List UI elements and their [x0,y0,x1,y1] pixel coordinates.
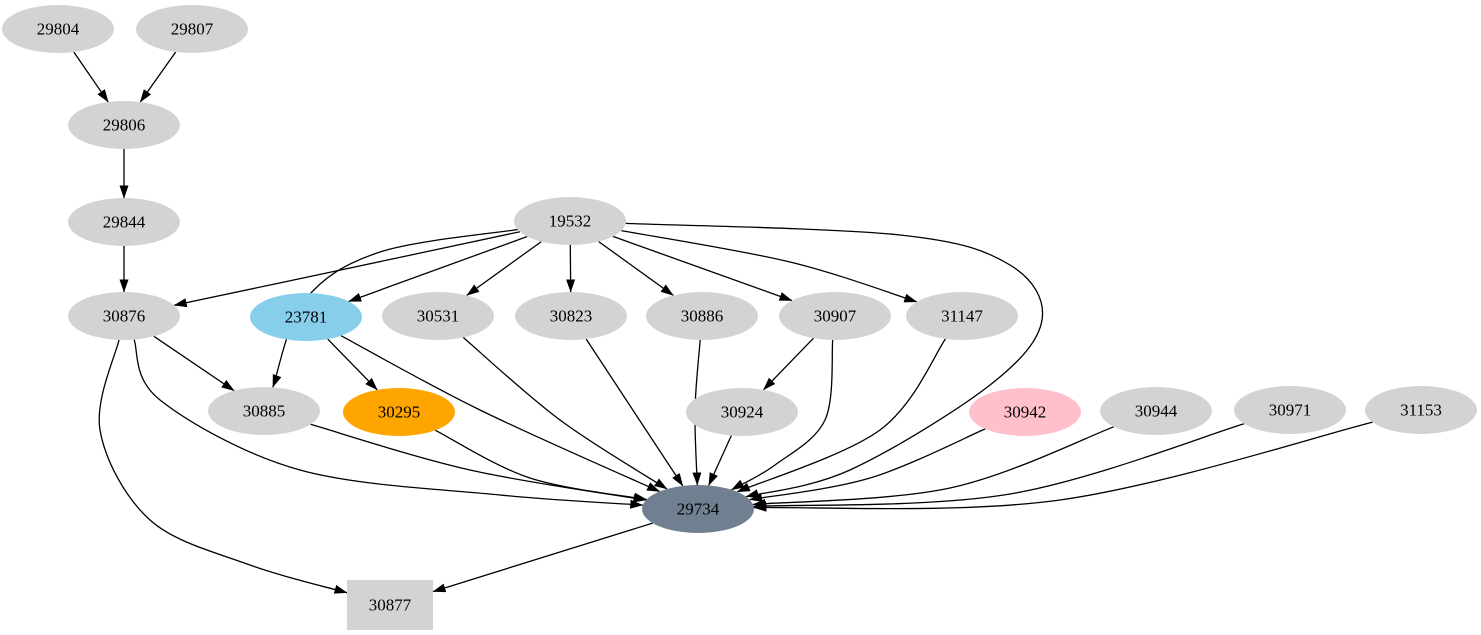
node-label: 29844 [103,213,146,232]
edge-23781-30295 [327,338,378,391]
node-ellipse-shape [1100,387,1212,435]
edge-29734-30877 [432,522,653,593]
node-label: 30971 [1269,401,1312,420]
edge-29804-29806 [73,51,109,103]
node-ellipse-shape [343,388,455,436]
edge-30924-29734 [708,435,732,486]
node-ellipse-shape [68,198,180,246]
edge-30907-30924 [763,337,814,391]
node-label: 30295 [378,403,421,422]
node-ellipse-shape [646,292,758,340]
node-19532: 19532 [514,197,626,245]
node-label: 30885 [243,402,286,421]
node-ellipse-shape [250,293,362,341]
node-30531: 30531 [382,292,494,340]
node-ellipse-shape [136,5,248,53]
nodes-layer: 29804 29807 29806 29844 30876 19532 23781 30531… [2,5,1477,630]
edge-19532-31147 [621,229,918,303]
node-label: 30877 [369,596,412,615]
node-23781: 23781 [250,293,362,341]
node-label: 29804 [37,20,80,39]
edge-30971-29734 [753,423,1245,511]
node-30924: 30924 [686,388,798,436]
node-label: 30531 [417,307,460,326]
node-ellipse-shape [642,485,754,533]
node-ellipse-shape [1365,386,1477,434]
node-31147: 31147 [906,292,1018,340]
node-30942: 30942 [969,388,1081,436]
node-ellipse-shape [382,292,494,340]
edge-30876-30885 [153,335,235,392]
edge-30885-29734 [310,423,647,503]
edge-19532-30885 [272,228,518,388]
node-30971: 30971 [1234,386,1346,434]
edge-29807-29806 [139,51,177,103]
node-box-shape [347,580,433,630]
node-30877: 30877 [347,580,433,630]
node-label: 31147 [941,307,983,326]
edge-19532-29734 [625,222,1044,498]
node-ellipse-shape [779,292,891,340]
edge-30876-29734 [133,339,644,509]
node-30876: 30876 [68,292,180,340]
node-29806: 29806 [68,101,180,149]
edge-19532-30886 [598,241,674,296]
node-label: 30876 [103,307,146,326]
node-ellipse-shape [686,388,798,436]
node-30295: 30295 [343,388,455,436]
node-30823: 30823 [515,292,627,340]
node-label: 29806 [103,116,146,135]
node-29844: 29844 [68,198,180,246]
edge-31153-29734 [753,421,1373,512]
node-label: 30942 [1004,403,1047,422]
edge-30531-29734 [462,336,668,490]
node-30885: 30885 [208,387,320,435]
node-ellipse-shape [515,292,627,340]
node-ellipse-shape [1234,386,1346,434]
node-ellipse-shape [906,292,1018,340]
node-ellipse-shape [969,388,1081,436]
node-label: 30924 [721,403,764,422]
edge-19532-23781 [348,235,528,303]
node-ellipse-shape [68,292,180,340]
node-label: 23781 [285,308,328,327]
edge-19532-30876 [173,231,521,308]
edge-23781-29734 [340,335,661,493]
node-label: 29807 [171,20,214,39]
edges-layer [73,51,1373,594]
edge-19532-30907 [612,235,793,302]
node-29804: 29804 [2,5,114,53]
edge-19532-30531 [466,241,542,296]
edge-30942-29734 [749,428,986,502]
edge-30944-29734 [752,426,1115,508]
node-label: 30907 [814,307,857,326]
node-29734: 29734 [642,485,754,533]
node-31153: 31153 [1365,386,1477,434]
node-label: 19532 [549,212,592,231]
edge-30907-29734 [731,339,834,491]
node-30907: 30907 [779,292,891,340]
node-label: 31153 [1400,401,1442,420]
node-30886: 30886 [646,292,758,340]
node-ellipse-shape [2,5,114,53]
node-30944: 30944 [1100,387,1212,435]
node-ellipse-shape [68,101,180,149]
edge-31147-29734 [736,338,947,493]
node-label: 30823 [550,307,593,326]
node-ellipse-shape [208,387,320,435]
edge-30295-29734 [435,429,648,502]
node-29807: 29807 [136,5,248,53]
edge-30876-30877 [98,339,348,594]
node-ellipse-shape [514,197,626,245]
node-label: 30944 [1135,402,1178,421]
edge-30823-29734 [585,338,684,487]
node-label: 30886 [681,307,724,326]
node-label: 29734 [677,500,720,519]
